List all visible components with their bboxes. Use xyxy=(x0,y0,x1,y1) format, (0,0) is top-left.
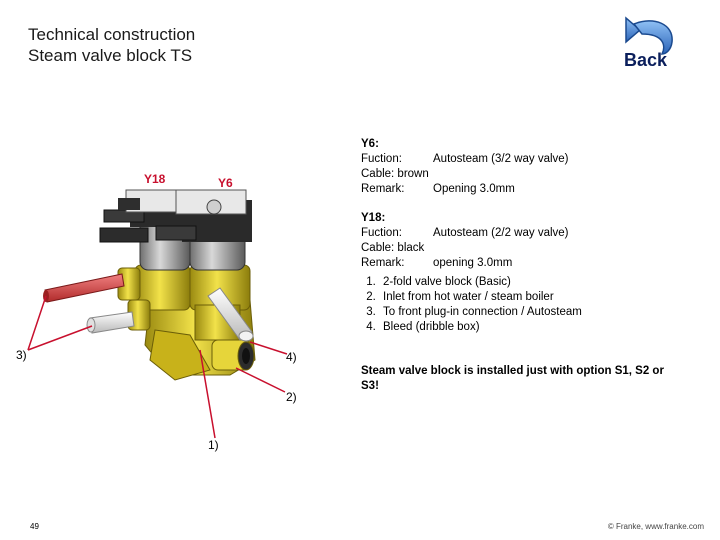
y18-heading: Y18: xyxy=(361,212,386,224)
y18-function-value: Autosteam (2/2 way valve) xyxy=(433,227,569,239)
label-2: 2) xyxy=(286,390,297,404)
white-tube xyxy=(86,287,254,342)
back-arrow-icon xyxy=(625,16,673,55)
list-item: Bleed (dribble box) xyxy=(379,320,582,335)
coil-y6 xyxy=(155,189,252,271)
copyright: © Franke, www.franke.com xyxy=(607,522,704,531)
list-item: Inlet from hot water / steam boiler xyxy=(379,290,582,305)
component-list: 2-fold valve block (Basic) Inlet from ho… xyxy=(357,275,582,335)
y6-remark-row: Remark: Opening 3.0mm xyxy=(361,182,582,197)
y6-function-key: Fuction: xyxy=(361,153,402,165)
option-note: Steam valve block is installed just with… xyxy=(361,365,664,392)
back-button[interactable] xyxy=(618,12,682,74)
valve-block-illustration xyxy=(27,189,288,439)
leader-lines xyxy=(27,295,288,439)
y6-cable: Cable: brown xyxy=(361,168,429,180)
y18-remark-value: opening 3.0mm xyxy=(433,257,513,269)
label-4: 4) xyxy=(286,350,297,364)
y6-function-row: Fuction: Autosteam (3/2 way valve) xyxy=(361,152,582,167)
y18-function-key: Fuction: xyxy=(361,227,402,239)
list-item: To front plug-in connection / Autosteam xyxy=(379,305,582,320)
label-3: 3) xyxy=(16,348,27,362)
y6-remark-value: Opening 3.0mm xyxy=(433,183,515,195)
y6-function-value: Autosteam (3/2 way valve) xyxy=(433,153,569,165)
page-number: 49 xyxy=(30,522,39,531)
info-panel: Y6: Fuction: Autosteam (3/2 way valve) C… xyxy=(361,137,582,335)
y18-function-row: Fuction: Autosteam (2/2 way valve) xyxy=(361,226,582,241)
y18-remark-key: Remark: xyxy=(361,257,405,269)
title-line-2: Steam valve block TS xyxy=(28,46,193,65)
y18-cable: Cable: black xyxy=(361,242,425,254)
list-item: 2-fold valve block (Basic) xyxy=(379,275,582,290)
back-label[interactable]: Back xyxy=(624,50,668,70)
label-1: 1) xyxy=(208,438,219,452)
y6-remark-key: Remark: xyxy=(361,183,405,195)
tag-y6: Y6 xyxy=(218,176,233,190)
page-title: Technical construction Steam valve block… xyxy=(28,24,195,66)
y18-remark-row: Remark: opening 3.0mm xyxy=(361,256,582,271)
brass-body xyxy=(117,264,256,381)
red-tube xyxy=(43,273,125,303)
tag-y18: Y18 xyxy=(144,172,166,186)
y6-heading: Y6: xyxy=(361,138,379,150)
title-line-1: Technical construction xyxy=(28,25,196,44)
